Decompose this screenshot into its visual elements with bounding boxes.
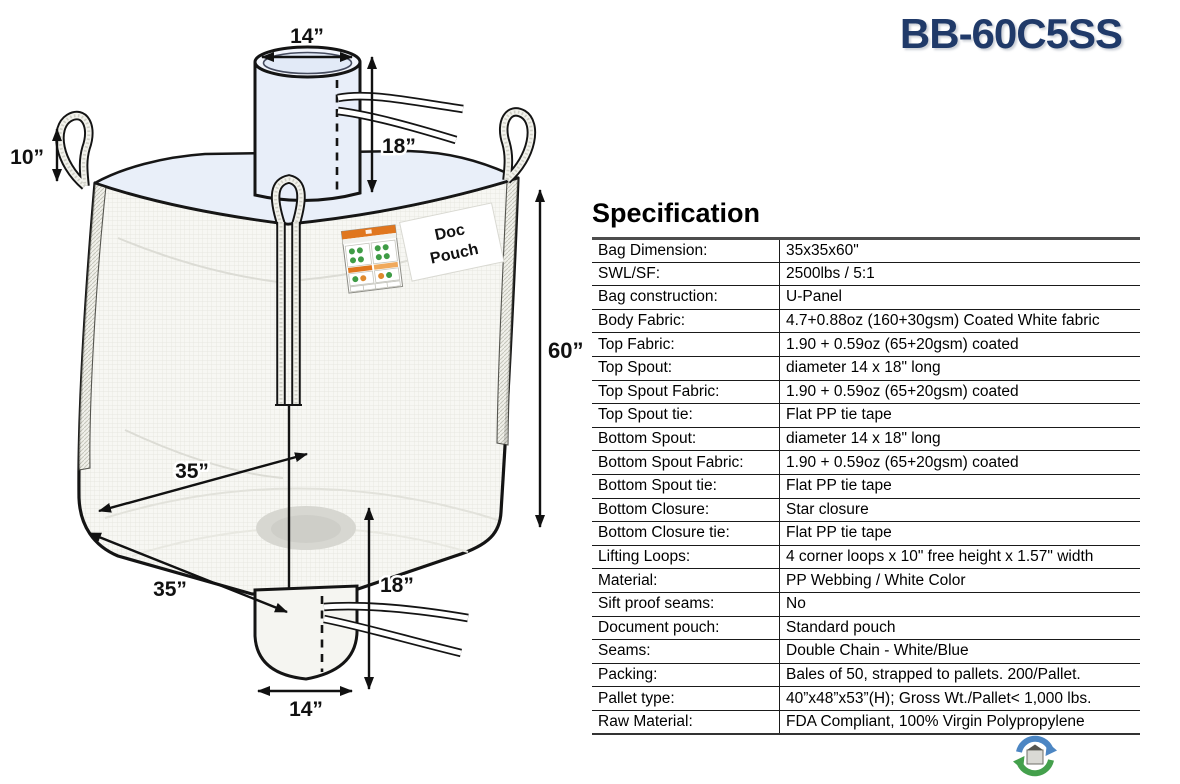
bottom-tie-tapes	[323, 601, 469, 658]
spec-value-cell: PP Webbing / White Color	[786, 571, 966, 589]
spec-value-cell: Flat PP tie tape	[786, 406, 892, 424]
spec-heading: Specification	[592, 198, 761, 228]
spec-row: Bottom Spout Fabric: 1.90 + 0.59oz (65+20…	[592, 450, 1140, 475]
spec-label-cell: Bottom Spout:	[592, 427, 780, 451]
dim-line-base-depth	[98, 452, 308, 513]
dim-base-width: 35”	[153, 578, 187, 601]
dim-line-base-width	[88, 531, 288, 614]
spec-row: Body Fabric: 4.7+0.88oz (160+30gsm) Coate…	[592, 309, 1140, 333]
spec-value-cell: 4 corner loops x 10" free height x 1.57"…	[786, 548, 1094, 566]
spec-value-cell: Flat PP tie tape	[786, 477, 892, 495]
bottom-spout	[253, 584, 359, 681]
spec-row: Top Fabric: 1.90 + 0.59oz (65+20gsm) coat…	[592, 332, 1140, 357]
spec-row: Top Spout Fabric: 1.90 + 0.59oz (65+20gsm…	[592, 380, 1140, 404]
spec-value-cell: 1.90 + 0.59oz (65+20gsm) coated	[786, 382, 1019, 400]
spec-table: Bag Dimension: 35x35x60" SWL/SF: 2500lbs /…	[592, 237, 1140, 735]
dim-bag-height: 60”	[548, 338, 583, 363]
spec-label-cell: Top Spout Fabric:	[592, 380, 780, 404]
spec-label-cell: Bag construction:	[592, 285, 780, 310]
spec-label-cell: Packing:	[592, 663, 780, 687]
spec-label-cell: Top Spout:	[592, 356, 780, 381]
spec-value-cell: diameter 14 x 18" long	[786, 430, 941, 448]
spec-value-cell: 35x35x60"	[786, 241, 859, 259]
spec-row: Top Spout tie: Flat PP tie tape	[592, 403, 1140, 428]
spec-row: Top Spout: diameter 14 x 18" long	[592, 356, 1140, 381]
top-spout	[253, 45, 362, 203]
dim-top-spout-length: 18”	[382, 135, 416, 158]
spec-row: Seams: Double Chain - White/Blue	[592, 639, 1140, 664]
spec-label-cell: Bottom Closure tie:	[592, 521, 780, 546]
right-corner-seam-band	[496, 177, 519, 446]
dim-lifting-loop-height: 10”	[10, 146, 44, 169]
spec-label-cell: Bottom Spout Fabric:	[592, 450, 780, 475]
spec-row: Pallet type: 40”x48”x53”(H); Gross Wt./Pa…	[592, 686, 1140, 711]
spec-label-cell: Bottom Spout tie:	[592, 474, 780, 499]
spec-row: Document pouch: Standard pouch	[592, 616, 1140, 640]
dim-bottom-spout-diameter: 14”	[289, 698, 323, 721]
spec-label-cell: Bottom Closure:	[592, 498, 780, 522]
spec-label-cell: Raw Material:	[592, 710, 780, 734]
spec-row: Packing: Bales of 50, strapped to pallets…	[592, 663, 1140, 687]
spec-row: Bag Dimension: 35x35x60"	[592, 238, 1140, 263]
spec-value-cell: diameter 14 x 18" long	[786, 359, 941, 377]
warning-label-icon	[340, 224, 404, 294]
doc-pouch: Doc Pouch	[398, 202, 505, 282]
spec-value-cell: 1.90 + 0.59oz (65+20gsm) coated	[786, 453, 1019, 471]
spec-value-cell: No	[786, 595, 806, 613]
lifting-loop-front	[270, 174, 306, 406]
spec-value-cell: 2500lbs / 5:1	[786, 264, 875, 282]
spec-row: Raw Material: FDA Compliant, 100% Virgin …	[592, 710, 1140, 734]
spec-table-body: Bag Dimension: 35x35x60" SWL/SF: 2500lbs /…	[592, 238, 1140, 734]
spec-value-cell: 4.7+0.88oz (160+30gsm) Coated White fabr…	[786, 312, 1100, 330]
spec-label-cell: Sift proof seams:	[592, 592, 780, 616]
spec-row: Material: PP Webbing / White Color	[592, 568, 1140, 593]
spec-value-cell: Standard pouch	[786, 618, 896, 636]
spec-label-cell: SWL/SF:	[592, 262, 780, 286]
spec-row: Bag construction: U-Panel	[592, 285, 1140, 310]
spec-row: SWL/SF: 2500lbs / 5:1	[592, 262, 1140, 286]
spec-row: Bottom Closure: Star closure	[592, 498, 1140, 522]
spec-label-cell: Pallet type:	[592, 686, 780, 711]
spec-row: Bottom Closure tie: Flat PP tie tape	[592, 521, 1140, 546]
recycle-logo-icon	[1013, 735, 1057, 777]
spec-label-cell: Material:	[592, 568, 780, 593]
lifting-loop-left	[55, 111, 94, 190]
doc-pouch-line1: Doc	[433, 221, 466, 244]
lifting-loop-right	[498, 107, 537, 184]
dim-top-spout-diameter: 14”	[290, 25, 324, 48]
dim-base-depth: 35”	[175, 460, 209, 483]
spec-value-cell: 1.90 + 0.59oz (65+20gsm) coated	[786, 335, 1019, 353]
spec-row: Bottom Spout: diameter 14 x 18" long	[592, 427, 1140, 451]
spec-value-cell: 40”x48”x53”(H); Gross Wt./Pallet< 1,000 …	[786, 689, 1092, 707]
top-tie-tapes	[337, 91, 464, 145]
bag-diagram: Doc Pouch	[10, 25, 584, 721]
dim-bottom-spout-length: 18”	[380, 574, 414, 597]
spec-label-cell: Top Fabric:	[592, 332, 780, 357]
dimension-lines	[52, 52, 545, 696]
spec-row: Sift proof seams: No	[592, 592, 1140, 616]
spec-label-cell: Body Fabric:	[592, 309, 780, 333]
spec-value-cell: Flat PP tie tape	[786, 524, 892, 542]
bottom-opening-core	[271, 515, 341, 543]
spec-label-cell: Top Spout tie:	[592, 403, 780, 428]
spec-label-cell: Bag Dimension:	[592, 238, 780, 263]
spec-value-cell: U-Panel	[786, 288, 842, 306]
product-title: BB-60C5SS	[899, 10, 1123, 57]
spec-value-cell: FDA Compliant, 100% Virgin Polypropylene	[786, 712, 1085, 730]
spec-row: Lifting Loops: 4 corner loops x 10" free …	[592, 545, 1140, 569]
spec-value-cell: Star closure	[786, 500, 869, 518]
spec-value-cell: Double Chain - White/Blue	[786, 642, 969, 660]
spec-label-cell: Document pouch:	[592, 616, 780, 640]
left-corner-seam-band	[78, 182, 107, 471]
spec-value-cell: Bales of 50, strapped to pallets. 200/Pa…	[786, 665, 1081, 683]
spec-label-cell: Seams:	[592, 639, 780, 664]
spec-row: Bottom Spout tie: Flat PP tie tape	[592, 474, 1140, 499]
spec-label-cell: Lifting Loops:	[592, 545, 780, 569]
